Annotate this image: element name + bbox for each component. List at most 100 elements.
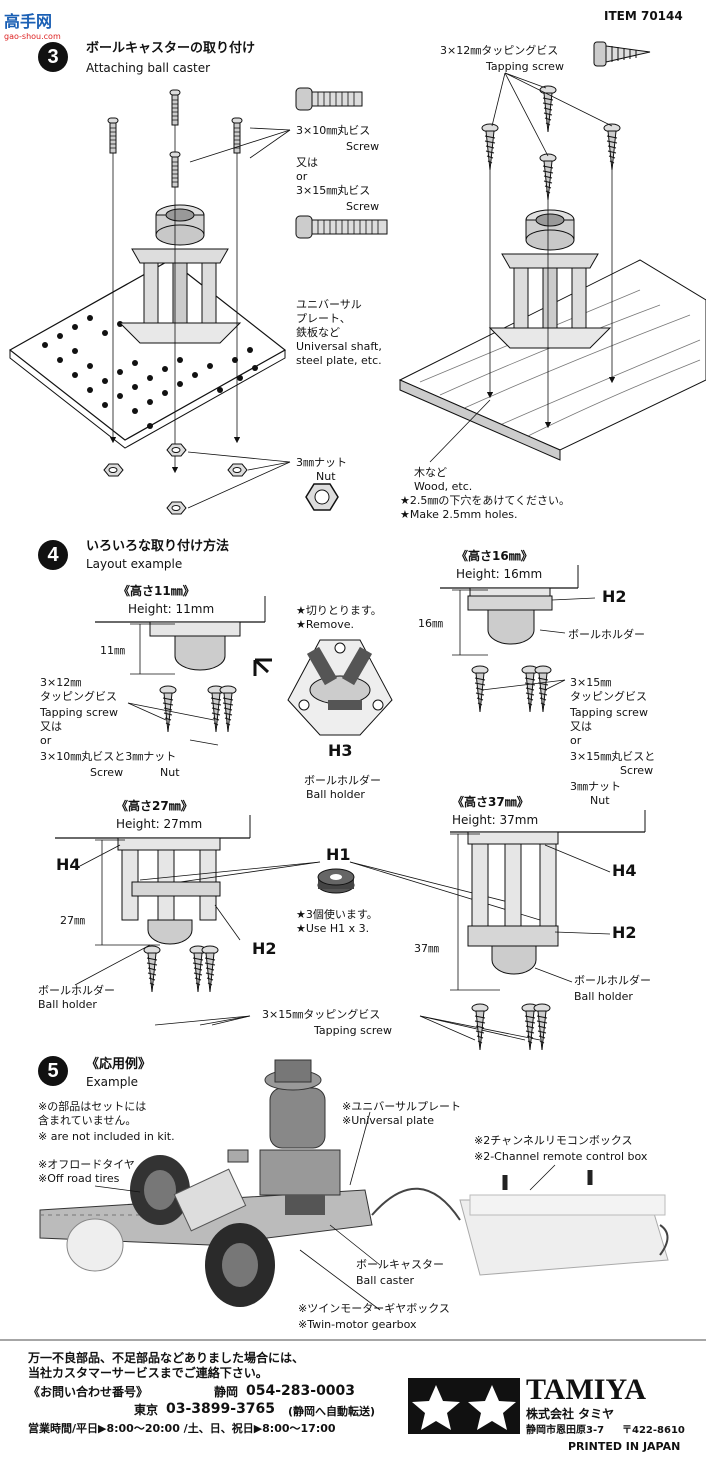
left-tap-5: or xyxy=(40,734,52,747)
screw15-jp: 3×15㎜丸ビス xyxy=(296,184,371,197)
right-tap-1: 3×15㎜ xyxy=(570,676,612,689)
tapping-screw-en: Tapping screw xyxy=(486,60,564,73)
h27-jp: 《高さ27㎜》 xyxy=(116,799,193,813)
holder-16-jp: ボールホルダー xyxy=(568,628,645,641)
footer-tokyo-note: (静岡へ自動転送) xyxy=(288,1405,376,1418)
h3-jp: ボールホルダー xyxy=(304,774,381,787)
footer-hours: 営業時間/平日▶8:00～20:00 /土、日、祝日▶8:00～17:00 xyxy=(28,1422,336,1435)
watermark-title: 高手网 xyxy=(4,12,53,31)
right-tap-5: or xyxy=(570,734,582,747)
hole-note-en: ★Make 2.5mm holes. xyxy=(400,508,518,521)
tap15-jp: 3×15㎜タッピングビス xyxy=(262,1008,381,1021)
remote-box-jp: ※2チャンネルリモコンボックス xyxy=(474,1134,633,1147)
remove-en: ★Remove. xyxy=(296,618,354,631)
right-tap-nut: Nut xyxy=(590,794,610,807)
or-en: or xyxy=(296,170,308,183)
use-h1-en: ★Use H1 x 3. xyxy=(296,922,370,935)
dim-37: 37㎜ xyxy=(414,942,439,955)
h1-label: H1 xyxy=(326,845,351,864)
note-en: ※ are not included in kit. xyxy=(38,1130,175,1143)
footer-shizuoka-label: 静岡 xyxy=(214,1385,239,1399)
footer-contact: 《お問い合わせ番号》 xyxy=(28,1385,149,1399)
h3-en: Ball holder xyxy=(306,788,365,801)
tamiya-star-logo xyxy=(408,1378,520,1434)
h16-jp: 《高さ16㎜》 xyxy=(456,549,533,563)
left-tap-3: Tapping screw xyxy=(40,706,118,719)
right-tap-screw: Screw xyxy=(620,764,654,777)
step-3-title-en: Attaching ball caster xyxy=(86,61,211,75)
tires-en: ※Off road tires xyxy=(38,1172,120,1185)
tapping-screw-jp: 3×12㎜タッピングビス xyxy=(440,44,559,57)
h16-en: Height: 16mm xyxy=(456,567,543,581)
screw10-en: Screw xyxy=(346,140,380,153)
universal-plate-en: ※Universal plate xyxy=(342,1114,434,1127)
holder-37-en: Ball holder xyxy=(574,990,633,1003)
h4-label-27: H4 xyxy=(56,855,81,874)
dim-11: 11㎜ xyxy=(100,644,125,657)
plate-en-1: Universal shaft, xyxy=(296,340,382,353)
gearbox-jp: ※ツインモーターギヤボックス xyxy=(298,1302,450,1315)
watermark: 高手网 gao-shou.com xyxy=(4,8,61,41)
tamiya-postal: 〒422-8610 xyxy=(622,1425,685,1436)
h4-label-37: H4 xyxy=(612,861,637,880)
left-tap-6: 3×10㎜丸ビスと3㎜ナット xyxy=(40,750,177,763)
tamiya-brand: TAMIYA xyxy=(526,1373,647,1406)
h37-jp: 《高さ37㎜》 xyxy=(452,795,529,809)
printed-in-japan: PRINTED IN JAPAN xyxy=(568,1440,681,1453)
h3-label: H3 xyxy=(328,741,353,760)
holder-37-jp: ボールホルダー xyxy=(574,974,651,987)
ball-caster-en: Ball caster xyxy=(356,1274,415,1287)
right-tap-6: 3×15㎜丸ビスと xyxy=(570,750,656,763)
footer-shizuoka-number: 054-283-0003 xyxy=(246,1383,356,1399)
footer-line-2: 当社カスタマーサービスまでご連絡下さい。 xyxy=(28,1366,268,1380)
nut-jp: 3㎜ナット xyxy=(296,456,347,469)
gearbox-en: ※Twin-motor gearbox xyxy=(298,1318,417,1331)
h27-en: Height: 27mm xyxy=(116,817,203,831)
step-3-number: 3 xyxy=(38,42,68,72)
left-tap-2: タッピングビス xyxy=(40,690,117,703)
plate-jp-2: プレート、 xyxy=(296,312,351,325)
plate-jp-3: 鉄板など xyxy=(296,326,340,339)
right-tap-3: Tapping screw xyxy=(570,706,648,719)
screw15-en: Screw xyxy=(346,200,380,213)
note-jp-2: 含まれていません。 xyxy=(38,1114,137,1127)
nut-en: Nut xyxy=(316,470,336,483)
step-4-number: 4 xyxy=(38,540,68,570)
plate-jp-1: ユニバーサル xyxy=(296,298,362,311)
universal-plate-jp: ※ユニバーサルプレート xyxy=(342,1100,461,1113)
ball-caster-jp: ボールキャスター xyxy=(356,1258,444,1271)
plate-en-2: steel plate, etc. xyxy=(296,354,382,367)
right-tap-2: タッピングビス xyxy=(570,690,647,703)
or-jp: 又は xyxy=(296,156,318,169)
right-tap-7: 3㎜ナット xyxy=(570,780,621,793)
tap15-en: Tapping screw xyxy=(314,1024,392,1037)
h2-label-16: H2 xyxy=(602,587,627,606)
footer-line-1: 万一不良部品、不足部品などありました場合には、 xyxy=(28,1351,305,1365)
remove-jp: ★切りとります。 xyxy=(296,604,382,617)
h11-en: Height: 11mm xyxy=(128,602,215,616)
screw10-jp: 3×10㎜丸ビス xyxy=(296,124,371,137)
left-tap-screw: Screw xyxy=(90,766,124,779)
right-tap-4: 又は xyxy=(570,720,592,733)
item-code: ITEM 70144 xyxy=(604,9,683,23)
tires-jp: ※オフロードタイヤ xyxy=(38,1158,135,1171)
step-3-title-jp: ボールキャスターの取り付け xyxy=(86,41,256,56)
left-tap-nut: Nut xyxy=(160,766,180,779)
step-4-title-jp: いろいろな取り付け方法 xyxy=(86,539,230,554)
step-5-title-en: Example xyxy=(86,1075,139,1089)
step-5-title-jp: 《応用例》 xyxy=(86,1057,152,1072)
left-tap-1: 3×12㎜ xyxy=(40,676,82,689)
holder-27-jp: ボールホルダー xyxy=(38,984,115,997)
use-h1-jp: ★3個使います。 xyxy=(296,908,378,921)
footer-tokyo-label: 東京 xyxy=(134,1403,159,1417)
holder-27-en: Ball holder xyxy=(38,998,97,1011)
wood-jp: 木など xyxy=(414,466,447,479)
h2-label-37: H2 xyxy=(612,923,637,942)
wood-en: Wood, etc. xyxy=(414,480,473,493)
step-4-title-en: Layout example xyxy=(86,557,183,571)
step-5-number: 5 xyxy=(38,1056,68,1086)
h11-jp: 《高さ11㎜》 xyxy=(118,584,195,598)
h2-label-27: H2 xyxy=(252,939,277,958)
dim-27: 27㎜ xyxy=(60,914,85,927)
tamiya-company: 株式会社 タミヤ xyxy=(526,1407,615,1421)
